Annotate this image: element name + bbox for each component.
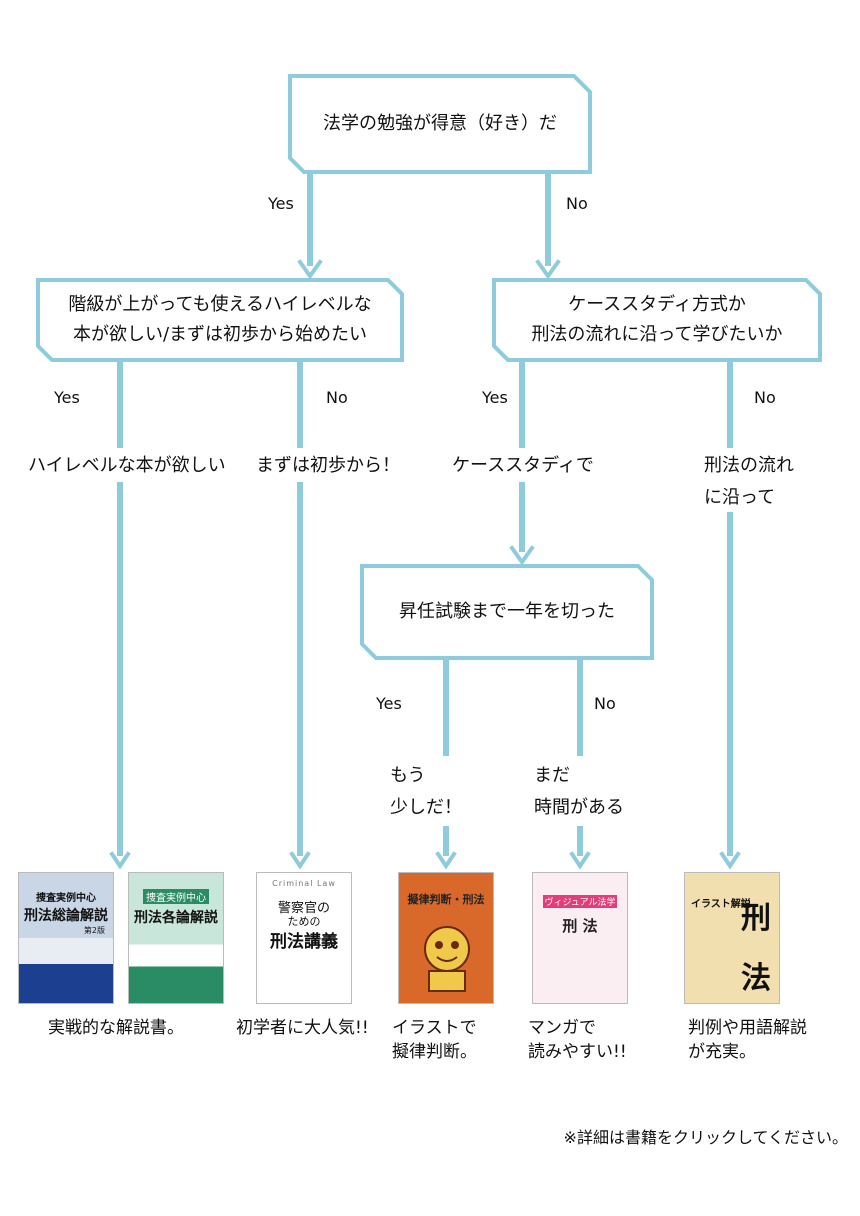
decision-text-1: 法学の勉強が得意（好き）だ — [323, 113, 557, 134]
book2-series: 捜査実例中心 — [143, 889, 209, 904]
book-cover-visual-manga[interactable]: ヴィジュアル法学 刑 法 — [532, 872, 628, 1004]
answer-flow-line1: 刑法の流れ — [704, 455, 794, 476]
yes-label-q2: Yes — [54, 388, 80, 407]
decision-box-shape-4 — [360, 564, 654, 660]
book-cover-illustrated-explanation[interactable]: イラスト解説 刑 法 — [684, 872, 780, 1004]
book1-series: 捜査実例中心 — [36, 893, 96, 904]
decision-box-2: 階級が上がっても使えるハイレベルな 本が欲しい/まずは初歩から始めたい — [38, 280, 402, 360]
book5-series: ヴィジュアル法学 — [543, 895, 617, 908]
arrowhead-7 — [569, 851, 591, 870]
book1-edition: 第2版 — [83, 926, 105, 935]
footnote: ※詳細は書籍をクリックしてください。 — [563, 1128, 848, 1147]
caption-book-5-line2: 読みやすい!! — [528, 1042, 627, 1062]
answer-basics: まずは初歩から！ — [256, 455, 400, 476]
no-label-q1: No — [566, 194, 588, 213]
answer-case-study: ケーススタディで — [452, 455, 594, 476]
no-label-q2: No — [326, 388, 348, 407]
book5-title: 刑 法 — [562, 917, 598, 935]
caption-book-5: マンガで 読みやすい!! — [528, 1016, 627, 1064]
answer-soon-line2: 少しだ！ — [390, 797, 462, 818]
arrowhead-6 — [435, 851, 457, 870]
decision-box-1: 法学の勉強が得意（好き）だ — [290, 76, 590, 172]
decision-box-shape-3 — [492, 278, 822, 362]
yes-label-q3: Yes — [482, 388, 508, 407]
book3-title-line3: 刑法講義 — [270, 932, 338, 952]
answer-soon: もう 少しだ！ — [390, 760, 462, 824]
book2-title: 刑法各論解説 — [134, 910, 218, 926]
caption-book-4-line2: 擬律判断。 — [392, 1042, 477, 1062]
no-label-q4: No — [594, 694, 616, 713]
arrowhead-4 — [289, 851, 311, 870]
caption-book-6-line2: が充実。 — [688, 1042, 756, 1062]
caption-book-6: 判例や用語解説 が充実。 — [688, 1016, 807, 1064]
cartoon-character-icon — [424, 926, 470, 992]
caption-book-4: イラストで 擬律判断。 — [392, 1016, 477, 1064]
book6-big-char-2: 法 — [741, 961, 771, 996]
yes-label-q1: Yes — [268, 194, 294, 213]
decision-text-2a: 階級が上がっても使えるハイレベルな — [68, 294, 372, 315]
decision-text-4: 昇任試験まで一年を切った — [399, 601, 615, 622]
arrowhead-5 — [509, 545, 535, 566]
caption-book-5-line1: マンガで — [528, 1018, 596, 1038]
answer-high-level: ハイレベルな本が欲しい — [28, 455, 226, 476]
caption-book-6-line1: 判例や用語解説 — [688, 1018, 807, 1038]
book6-big-char-1: 刑 — [741, 901, 771, 936]
answer-time-line1: まだ — [534, 765, 570, 786]
answer-time-line2: 時間がある — [534, 797, 624, 818]
book3-title-line2: ための — [287, 915, 321, 928]
arrowhead-1 — [297, 259, 323, 280]
answer-flow: 刑法の流れ に沿って — [704, 450, 794, 514]
arrowhead-2 — [535, 259, 561, 280]
no-label-q3: No — [754, 388, 776, 407]
book-cover-police-lectures[interactable]: Criminal Law 警察官の ための 刑法講義 — [256, 872, 352, 1004]
decision-text-2b: 本が欲しい/まずは初歩から始めたい — [72, 324, 368, 345]
book6-title: イラスト解説 — [691, 899, 751, 910]
book1-title: 刑法総論解説 — [24, 908, 108, 924]
caption-book-3: 初学者に大人気!! — [236, 1018, 369, 1038]
answer-flow-line2: に沿って — [704, 487, 776, 508]
decision-box-4: 昇任試験まで一年を切った — [362, 566, 652, 658]
arrowhead-8 — [719, 851, 741, 870]
book3-series: Criminal Law — [272, 879, 336, 888]
caption-book-1-2: 実戦的な解説書。 — [48, 1018, 184, 1038]
yes-label-q4: Yes — [376, 694, 402, 713]
book-cover-criminal-law-specific[interactable]: 捜査実例中心 刑法各論解説 — [128, 872, 224, 1004]
answer-time: まだ 時間がある — [534, 760, 624, 824]
book-cover-criminal-law-general[interactable]: 捜査実例中心 刑法総論解説 第2版 — [18, 872, 114, 1004]
decision-text-3b: 刑法の流れに沿って学びたいか — [531, 324, 783, 345]
book-cover-illustrated-judgment[interactable]: 擬律判断・刑法 — [398, 872, 494, 1004]
decision-box-shape-1 — [288, 74, 592, 174]
answer-soon-line1: もう — [390, 765, 426, 786]
decision-text-3a: ケーススタディ方式か — [568, 294, 746, 315]
book4-title: 擬律判断・刑法 — [407, 893, 485, 906]
caption-book-4-line1: イラストで — [392, 1018, 477, 1038]
decision-box-shape-2 — [36, 278, 404, 362]
arrowhead-3 — [109, 851, 131, 870]
book3-title-line1: 警察官の — [277, 901, 330, 916]
decision-box-3: ケーススタディ方式か 刑法の流れに沿って学びたいか — [494, 280, 820, 360]
